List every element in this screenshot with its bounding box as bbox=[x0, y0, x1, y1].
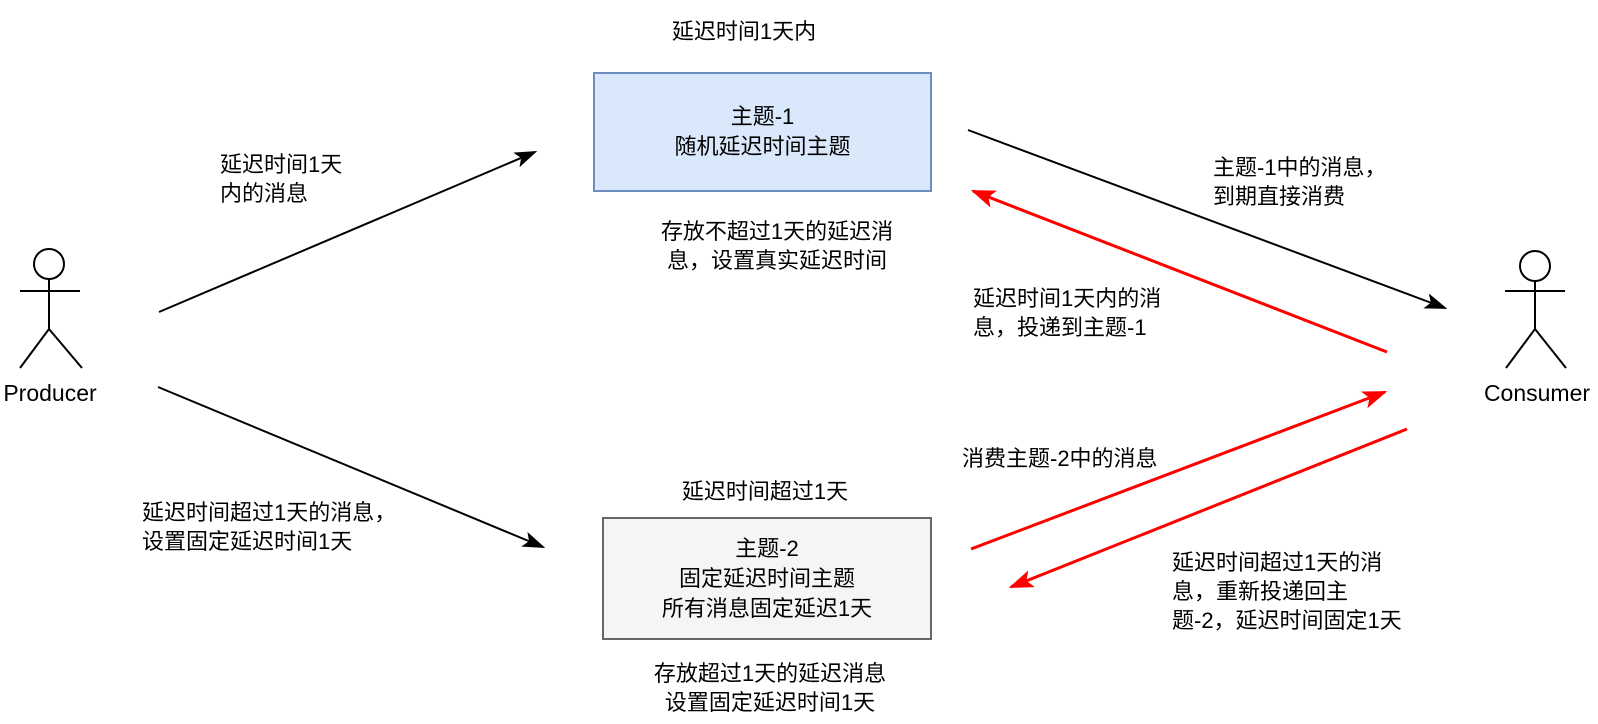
edge-label-producer-to-topic2: 延迟时间超过1天的消息， 设置固定延迟时间1天 bbox=[142, 500, 397, 554]
consumer-left-leg bbox=[1505, 328, 1536, 369]
topic1-box: 主题-1 随机延迟时间主题 bbox=[593, 72, 932, 192]
edge-label-producer-to-topic1: 延迟时间1天 内的消息 bbox=[220, 152, 343, 206]
producer-left-leg bbox=[19, 328, 50, 369]
consumer-figure bbox=[1505, 250, 1567, 369]
consumer-head bbox=[1519, 250, 1551, 282]
edge-label-topic1-to-consumer: 主题-1中的消息， 到期直接消费 bbox=[1213, 155, 1387, 209]
topic2-caption-above: 延迟时间超过1天 bbox=[681, 479, 849, 504]
arrow-topic2-to-consumer bbox=[970, 390, 1385, 551]
arrow-producer-to-topic2 bbox=[157, 386, 543, 547]
producer-head bbox=[33, 248, 65, 280]
edge-label-topic2-to-consumer: 消费主题-2中的消息 bbox=[962, 446, 1158, 471]
arrow-consumer-to-topic1 bbox=[973, 189, 1388, 354]
producer-right-leg bbox=[48, 328, 83, 369]
producer-label: Producer bbox=[3, 380, 97, 406]
consumer-label: Consumer bbox=[1483, 380, 1591, 406]
arrow-producer-to-topic1 bbox=[158, 152, 535, 313]
edge-label-consumer-to-topic1: 延迟时间1天内的消 息，投递到主题-1 bbox=[973, 286, 1162, 340]
consumer-right-leg bbox=[1534, 328, 1567, 369]
topic1-caption-above: 延迟时间1天内 bbox=[671, 19, 817, 44]
arrow-topic1-to-consumer bbox=[967, 129, 1445, 309]
topic1-caption-below: 存放不超过1天的延迟消 息，设置真实延迟时间 bbox=[660, 219, 894, 273]
arrow-consumer-to-topic2 bbox=[1011, 427, 1408, 589]
topic2-box: 主题-2 固定延迟时间主题 所有消息固定延迟1天 bbox=[602, 517, 932, 640]
edge-label-consumer-to-topic2: 延迟时间超过1天的消 息，重新投递回主 题-2，延迟时间固定1天 bbox=[1172, 550, 1402, 633]
topic2-caption-below: 存放超过1天的延迟消息 设置固定延迟时间1天 bbox=[653, 661, 887, 715]
producer-figure bbox=[19, 248, 83, 369]
